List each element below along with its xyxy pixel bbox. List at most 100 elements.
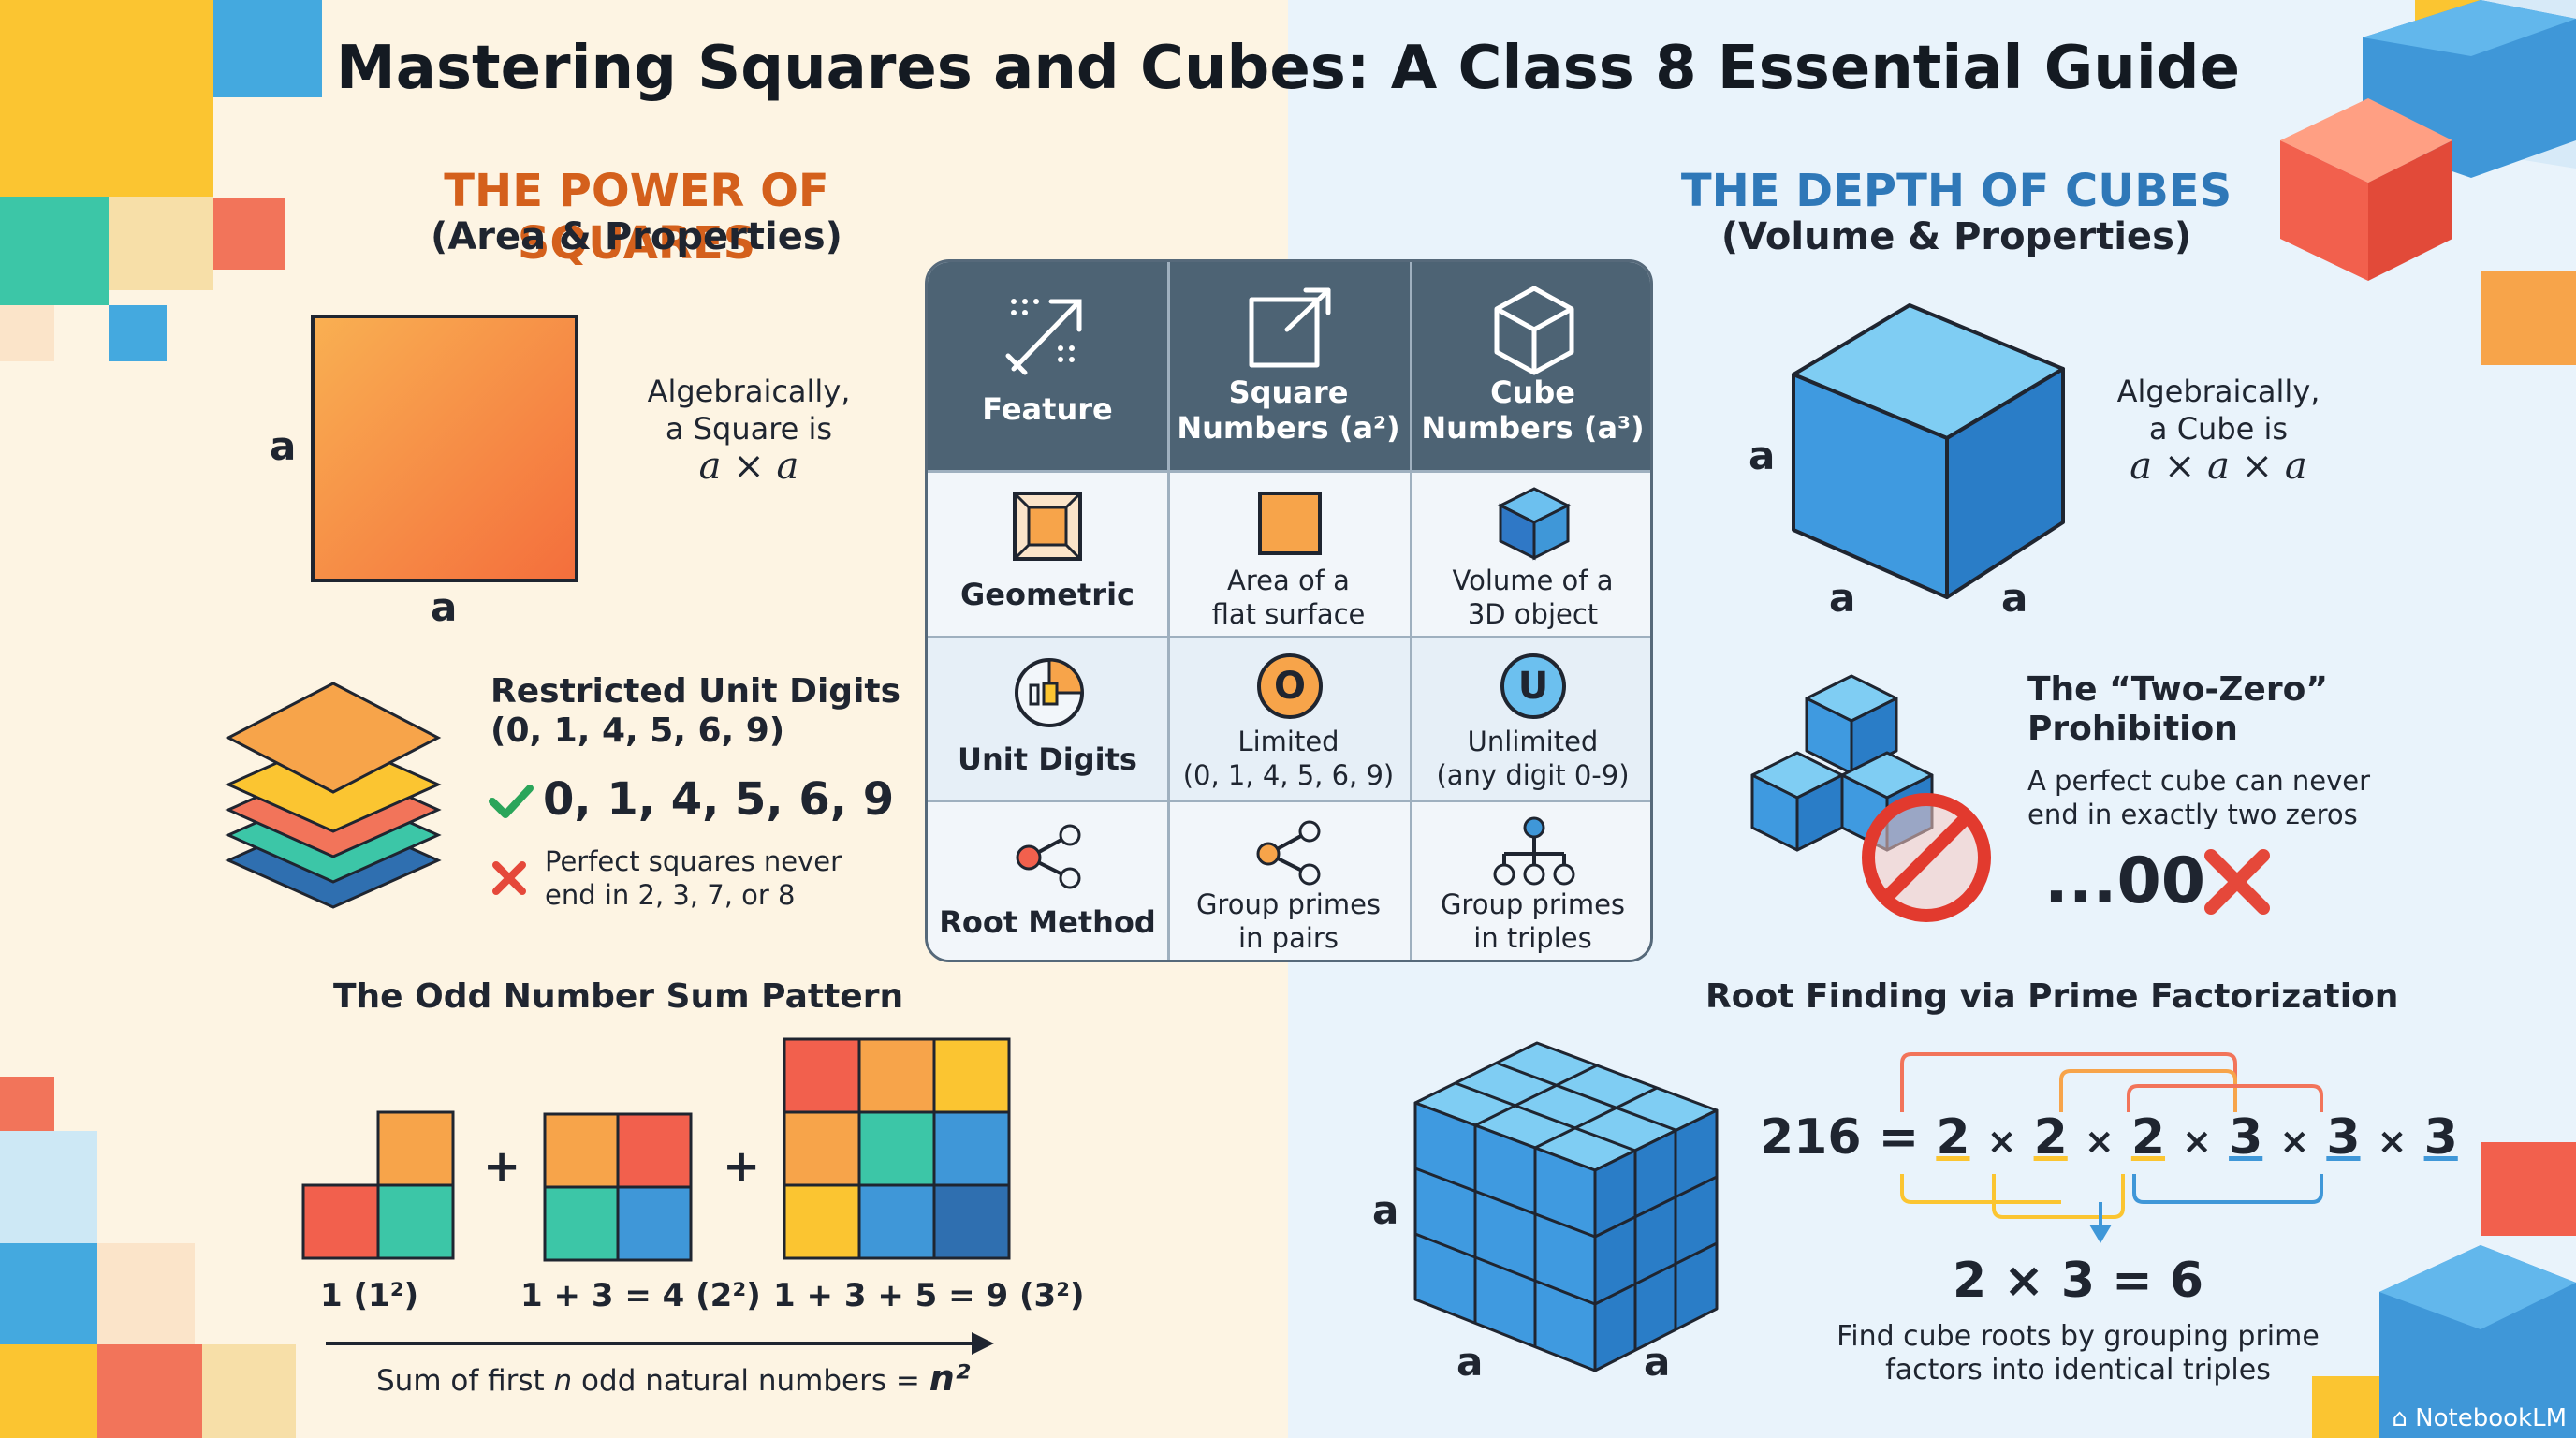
odd-number-grids	[301, 1037, 1011, 1262]
cube-outline-icon	[1494, 286, 1574, 375]
factor-4: 3	[2229, 1109, 2263, 1166]
odd-sum-title: The Odd Number Sum Pattern	[333, 977, 904, 1016]
page-title: Mastering Squares and Cubes: A Class 8 E…	[336, 34, 2240, 103]
cube-root-result: 2 × 3 = 6	[1952, 1253, 2204, 1309]
row-label-unit-digits: Unit Digits	[958, 741, 1137, 777]
odd-rule-mid: odd natural numbers =	[572, 1364, 929, 1398]
prime-caption-line1: Find cube roots by grouping prime	[1837, 1320, 2320, 1353]
times-sign: ×	[2377, 1121, 2408, 1162]
geometric-cube-desc: Volume of a 3D object	[1410, 564, 1650, 631]
stacked-layers-icon	[225, 682, 442, 909]
never-end-line1: Perfect squares never	[545, 845, 842, 877]
factor-5: 3	[2326, 1109, 2361, 1166]
cube-bottom-left-label: a	[1829, 575, 1856, 621]
unit-digits-cube-line2: (any digit 0-9)	[1436, 759, 1630, 791]
prime-pairs-icon	[1256, 820, 1321, 886]
blue-cube-icon	[1497, 487, 1572, 561]
odd-grid-cell	[376, 1110, 455, 1187]
squares-subheading: (Area & Properties)	[431, 215, 842, 258]
cubes-subheading: (Volume & Properties)	[1720, 215, 2192, 258]
factor-grouping-brackets	[1900, 1052, 2323, 1243]
prime-factor-caption: Find cube roots by grouping prime factor…	[1778, 1320, 2378, 1387]
odd-label-2: 1 + 3 = 4 (2²)	[520, 1277, 761, 1314]
two-zero-title-line2: Prohibition	[2027, 710, 2238, 748]
unit-digits-square-line1: Limited	[1237, 726, 1339, 757]
odd-label-1: 1 (1²)	[320, 1277, 419, 1314]
prime-factorization: 216 = 2 × 2 × 2 × 3 × 3 × 3	[1760, 1109, 2458, 1166]
frame-square-icon	[1013, 492, 1082, 561]
header-cube: Cube Numbers (a³)	[1410, 374, 1650, 446]
brand-watermark: ⌂ NotebookLM	[2392, 1404, 2567, 1432]
cube-algebra-text: Algebraically, a Cube is a × a × a	[2078, 373, 2359, 485]
limited-badge-icon: O	[1257, 653, 1323, 719]
geometric-cube-line2: 3D object	[1467, 598, 1599, 630]
digit-pie-icon	[1015, 658, 1084, 727]
prime-factor-title: Root Finding via Prime Factorization	[1705, 977, 2399, 1016]
factor-3: 2	[2130, 1109, 2166, 1166]
checkmark-icon	[489, 785, 534, 818]
unit-digits-title-line2: (0, 1, 4, 5, 6, 9)	[490, 712, 785, 750]
unit-digits-square-line2: (0, 1, 4, 5, 6, 9)	[1182, 759, 1395, 791]
odd-label-3: 1 + 3 + 5 = 9 (3²)	[773, 1277, 1085, 1314]
prime-triples-icon	[1493, 816, 1575, 886]
unlimited-badge-icon: U	[1500, 653, 1566, 719]
two-zero-example: ...00	[2044, 844, 2206, 918]
never-end-line2: end in 2, 3, 7, or 8	[545, 879, 796, 911]
times-sign: ×	[2084, 1121, 2115, 1162]
network-pairs-icon	[1016, 824, 1081, 889]
header-square-line2: Numbers (a²)	[1177, 410, 1400, 446]
feature-arrow-icon	[1005, 299, 1082, 375]
cube-alg-line2: a Cube is	[2148, 411, 2289, 447]
odd-sum-rule: Sum of first n odd natural numbers = n²	[376, 1357, 970, 1399]
cube-alg-formula: a × a × a	[2130, 445, 2307, 488]
odd-grid-cell	[376, 1183, 455, 1260]
plus-sign-2: +	[723, 1140, 761, 1193]
two-zero-title: The “Two-Zero” Prohibition	[2027, 670, 2328, 749]
square-algebra-text: Algebraically, a Square is a × a	[599, 373, 899, 485]
square-expand-icon	[1249, 287, 1331, 368]
root-cube-line2: in triples	[1473, 922, 1592, 954]
root-method-cube-desc: Group primes in triples	[1410, 888, 1650, 955]
geometric-cube-line1: Volume of a	[1452, 565, 1614, 596]
root-method-square-desc: Group primes in pairs	[1167, 888, 1410, 955]
header-square: Square Numbers (a²)	[1167, 374, 1410, 446]
row-label-geometric: Geometric	[959, 577, 1134, 612]
row-label-root-method: Root Method	[939, 904, 1156, 940]
cubes-heading: THE DEPTH OF CUBES	[1680, 165, 2232, 217]
cube-alg-line1: Algebraically,	[2116, 374, 2320, 409]
two-zero-body-line2: end in exactly two zeros	[2027, 799, 2358, 830]
square-alg-formula: a × a	[698, 445, 799, 488]
header-cube-line2: Numbers (a³)	[1421, 410, 1645, 446]
cube-bottom-right-label: a	[2001, 575, 2028, 621]
odd-rule-prefix: Sum of first	[376, 1364, 554, 1398]
brand-name: NotebookLM	[2415, 1404, 2567, 1432]
two-zero-title-line1: The “Two-Zero”	[2027, 670, 2328, 709]
unit-digits-cube-desc: Unlimited (any digit 0-9)	[1410, 725, 1650, 792]
root-cube-line1: Group primes	[1440, 888, 1626, 920]
factor-6: 3	[2423, 1109, 2458, 1166]
geometric-square-line2: flat surface	[1211, 598, 1366, 630]
squares-heading: THE POWER OF SQUARES	[444, 165, 829, 270]
rubik-bottom-left-label: a	[1456, 1339, 1484, 1385]
geometric-square-desc: Area of a flat surface	[1167, 564, 1410, 631]
odd-rule-result: n²	[929, 1357, 971, 1399]
stacked-cubes-prohibition-icon	[1750, 674, 1991, 922]
arrow-right-icon	[326, 1332, 994, 1355]
two-zero-body: A perfect cube can never end in exactly …	[2027, 764, 2370, 831]
header-cube-line1: Cube	[1490, 374, 1575, 410]
times-sign: ×	[2182, 1121, 2212, 1162]
square-bottom-label: a	[431, 584, 458, 630]
times-sign: ×	[2279, 1121, 2310, 1162]
unit-digits-title-line1: Restricted Unit Digits	[490, 672, 901, 711]
odd-grid-cell	[301, 1183, 380, 1260]
unit-digits-cube-line1: Unlimited	[1467, 726, 1599, 757]
cross-icon	[492, 861, 526, 895]
unit-digits-title: Restricted Unit Digits (0, 1, 4, 5, 6, 9…	[490, 672, 900, 751]
factor-1: 2	[1936, 1109, 1970, 1166]
odd-rule-var: n	[553, 1364, 573, 1398]
root-square-line1: Group primes	[1195, 888, 1382, 920]
square-side-label: a	[270, 423, 297, 469]
root-square-line2: in pairs	[1238, 922, 1339, 954]
rubik-cube-illustration	[1413, 1041, 1719, 1372]
